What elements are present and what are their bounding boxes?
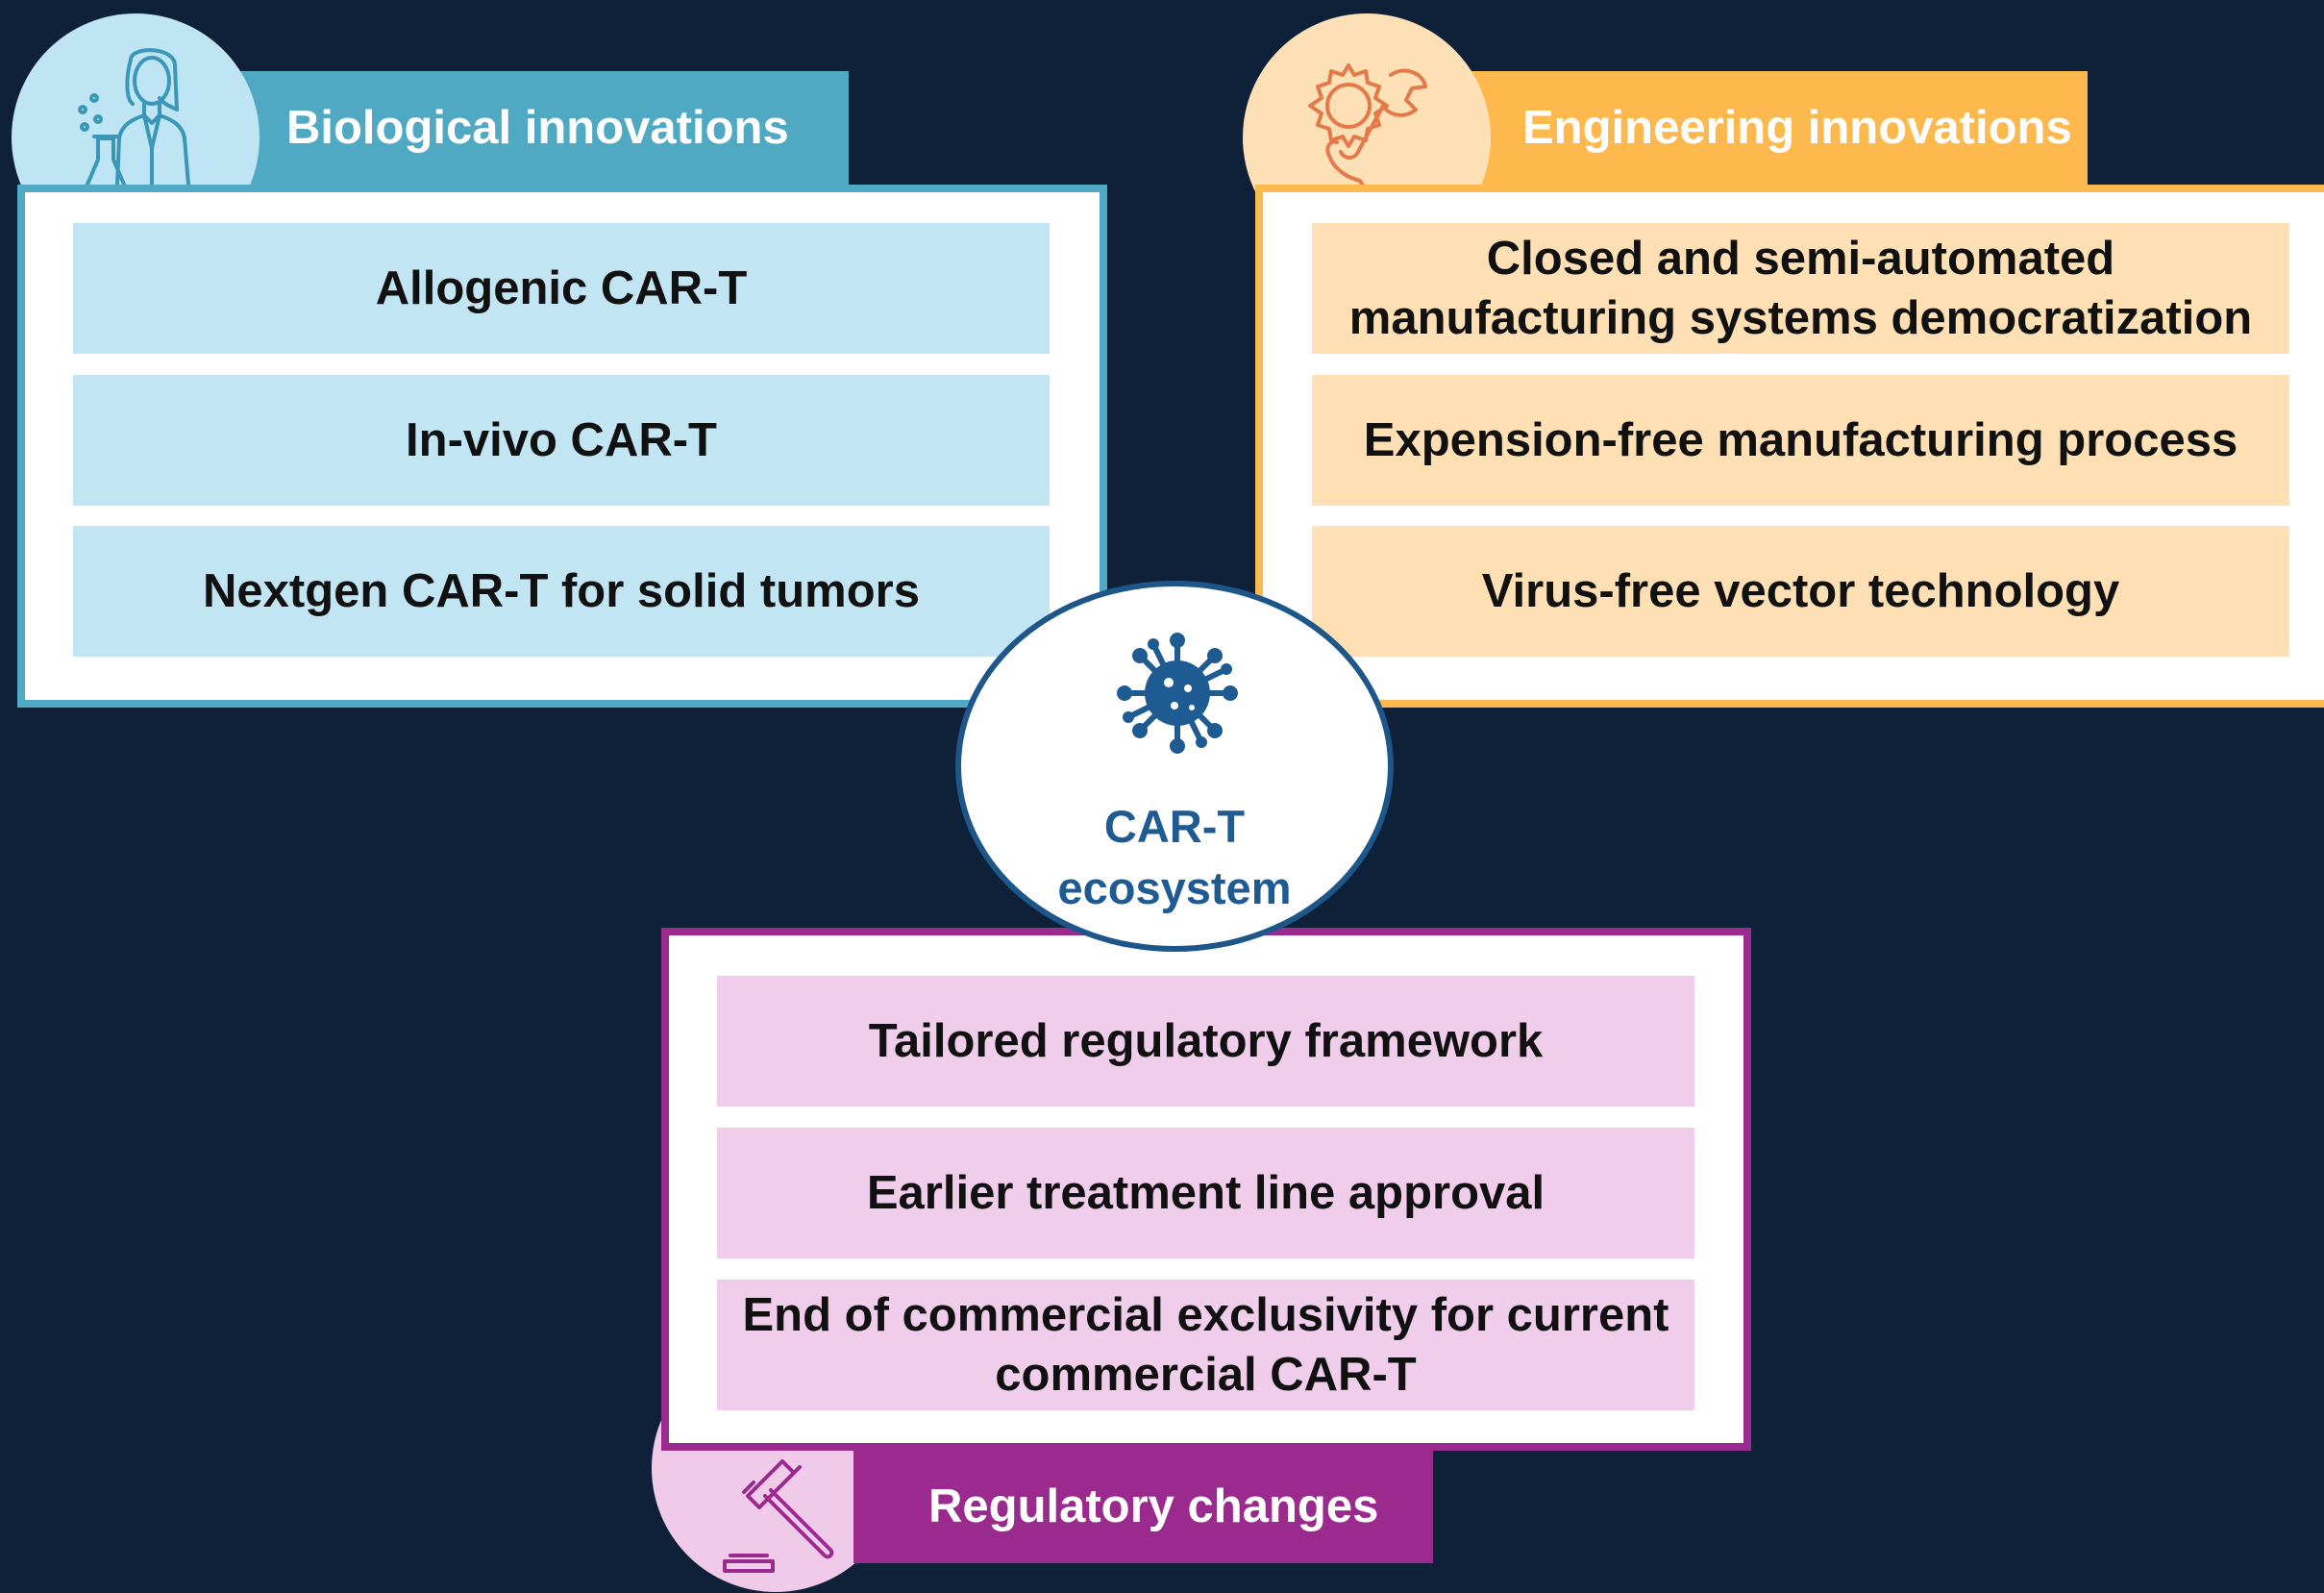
virus-icon	[1117, 633, 1238, 754]
gear-wrench-icon	[1308, 63, 1427, 192]
scientist-icon	[78, 48, 190, 187]
biological-title-tab: Biological innovations	[240, 71, 849, 185]
engineering-title-tab: Engineering innovations	[1471, 71, 2088, 185]
biological-item: Nextgen CAR-T for solid tumors	[73, 526, 1050, 657]
biological-title: Biological innovations	[286, 102, 789, 154]
engineering-item: Closed and semi-automated manufacturing …	[1312, 223, 2289, 354]
regulatory-item: Tailored regulatory framework	[717, 976, 1694, 1107]
center-label: CAR-T ecosystem	[1057, 801, 1292, 913]
regulatory-title: Regulatory changes	[928, 1481, 1379, 1532]
engineering-item: Expension-free manufacturing process	[1312, 375, 2289, 506]
center-hub: CAR-T ecosystem	[955, 581, 1394, 952]
regulatory-item: Earlier treatment line approval	[717, 1128, 1694, 1258]
regulatory-title-tab: Regulatory changes	[853, 1450, 1433, 1563]
biological-item: In-vivo CAR-T	[73, 375, 1050, 506]
engineering-title: Engineering innovations	[1522, 102, 2072, 154]
engineering-item: Virus-free vector technology	[1312, 526, 2289, 657]
gavel-icon	[723, 1459, 834, 1573]
regulatory-item: End of commercial exclusivity for curren…	[717, 1280, 1694, 1410]
biological-item: Allogenic CAR-T	[73, 223, 1050, 354]
